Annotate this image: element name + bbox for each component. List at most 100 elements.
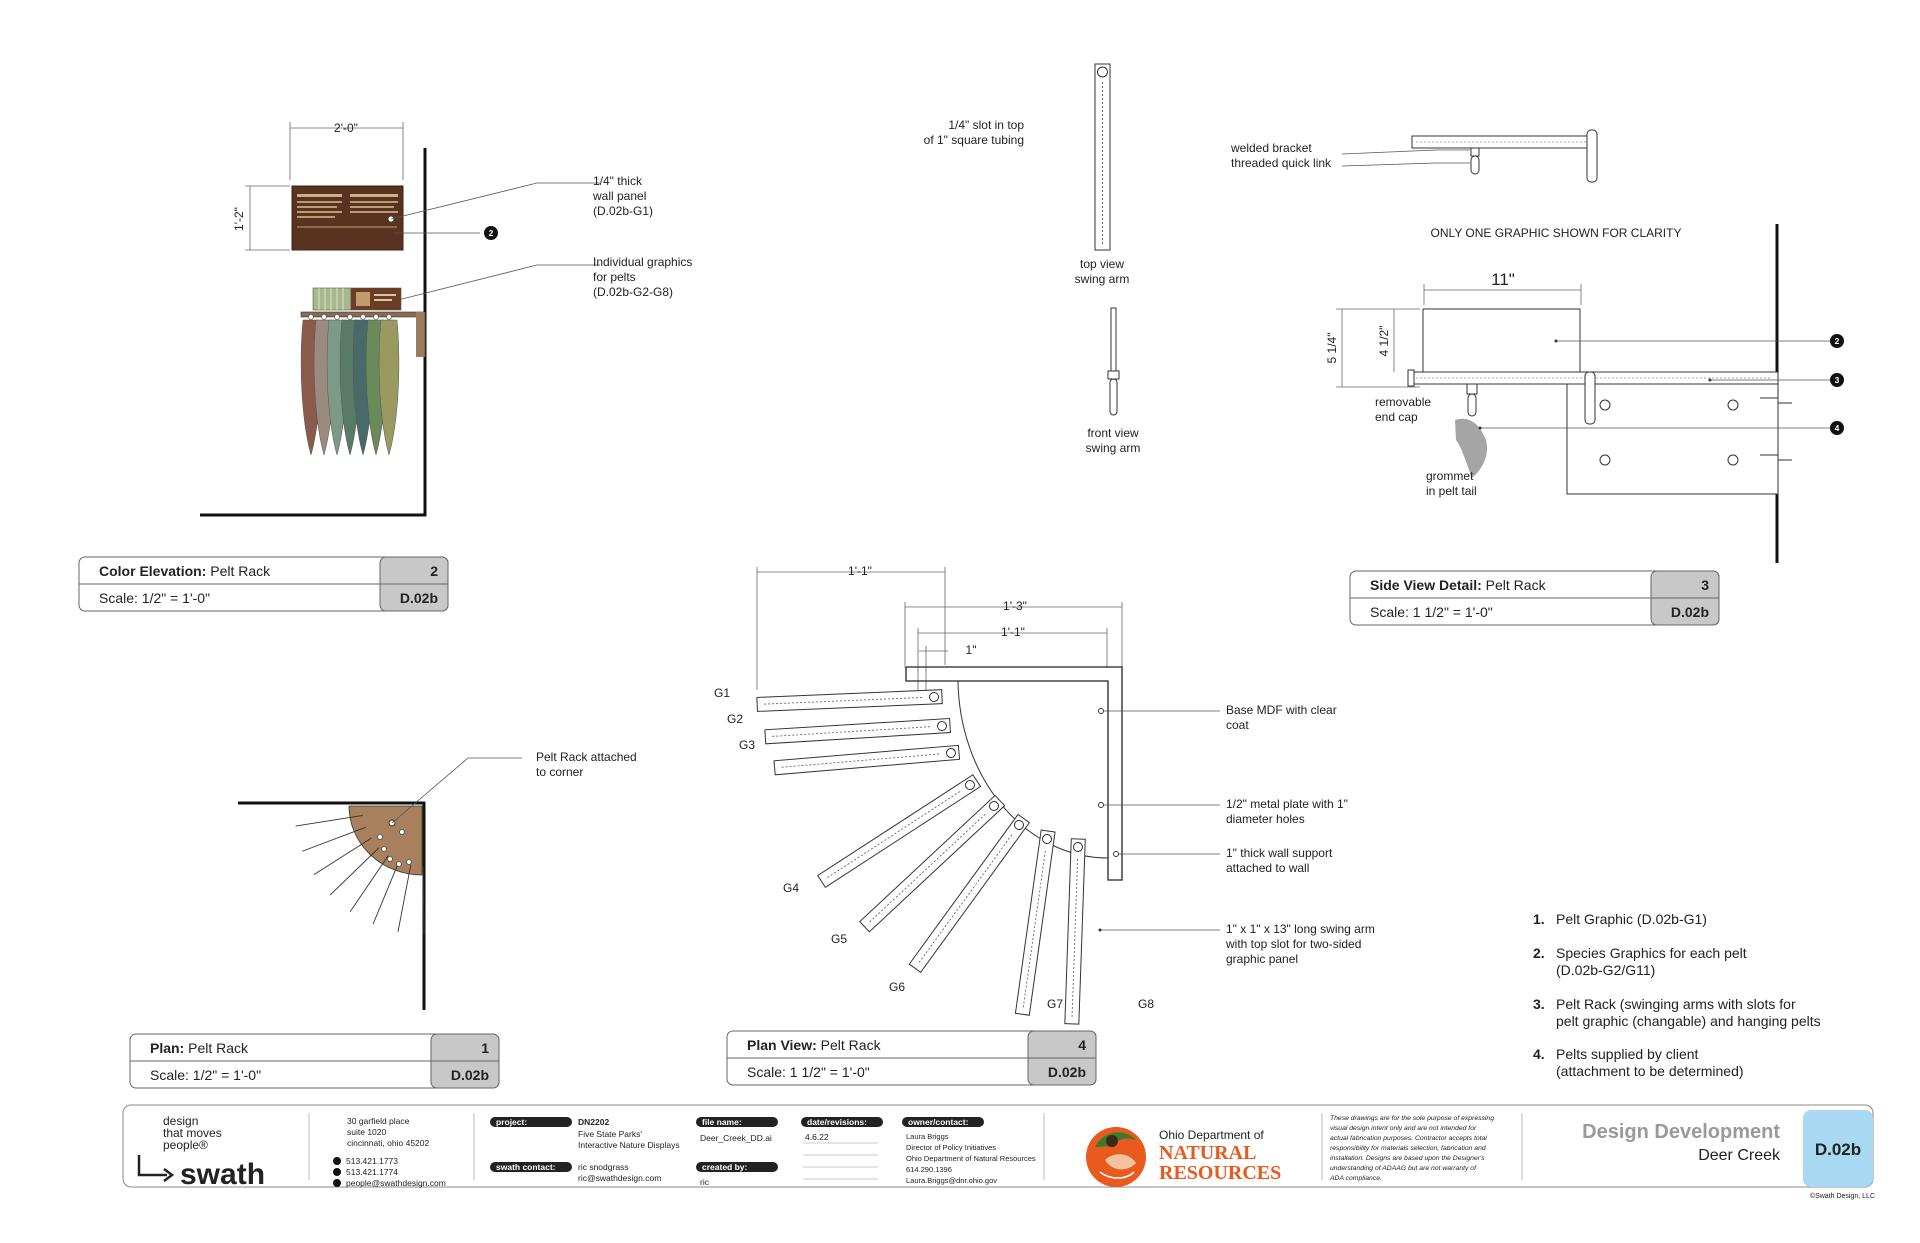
- front-view-label-2: swing arm: [1086, 441, 1141, 455]
- end-cap-note-2: end cap: [1375, 410, 1418, 424]
- callout-graphics-3: (D.02b-G2-G8): [593, 285, 673, 299]
- tb3-number: 3: [1701, 577, 1709, 593]
- plan-small-arm-3: [313, 837, 372, 875]
- owner-2: Director of Policy Initiatives: [906, 1143, 996, 1152]
- tb4-title-bold: Plan View:: [747, 1037, 817, 1053]
- callout-graphics-1: Individual graphics: [593, 255, 692, 269]
- note-support-2: attached to wall: [1226, 861, 1309, 875]
- tagline-2: that moves: [163, 1126, 222, 1140]
- pelt-7: [378, 319, 400, 456]
- note-plate-2: diameter holes: [1226, 812, 1305, 826]
- tb2-title-bold: Color Elevation:: [99, 563, 206, 579]
- created-by: ric: [700, 1177, 710, 1187]
- tb1-title-bold: Plan:: [150, 1040, 184, 1056]
- owner-4: 614.290.1396: [906, 1165, 952, 1174]
- note-base-2: coat: [1226, 718, 1249, 732]
- disclaimer-3: actual fabrication purposes. Contractor …: [1330, 1135, 1487, 1142]
- pelts-group: [300, 314, 400, 456]
- tb4-number: 4: [1078, 1037, 1086, 1053]
- phase: Design Development: [1582, 1121, 1780, 1143]
- disclaimer-2: visual design intent only and are not in…: [1330, 1125, 1477, 1132]
- tb3-scale: Scale: 1 1/2" = 1'-0": [1370, 604, 1493, 620]
- legend-num-4: 4.: [1533, 1046, 1545, 1062]
- tb2-scale: Scale: 1/2" = 1'-0": [99, 590, 210, 606]
- date-label: date/revisions:: [807, 1117, 867, 1127]
- owner-5: Laura.Briggs@dnr.ohio.gov: [906, 1176, 997, 1185]
- plan-small-arm-6: [372, 861, 400, 925]
- dim-side-outer: 5 1/4": [1325, 333, 1339, 364]
- address-2: suite 1020: [347, 1127, 386, 1137]
- dim-side-inner: 4 1/2": [1377, 326, 1391, 357]
- owner-1: Laura Briggs: [906, 1132, 949, 1141]
- plan-small-arm-5: [349, 855, 389, 913]
- callout-wall-panel-3: (D.02b-G1): [593, 204, 653, 218]
- date: 4.6.22: [805, 1132, 829, 1142]
- dim-plan-4: 1": [966, 643, 977, 657]
- project-label: project:: [496, 1117, 527, 1127]
- file-label: file name:: [702, 1117, 742, 1127]
- odnr-top: Ohio Department of: [1159, 1128, 1264, 1142]
- svg-text:Plan View: Pelt Rack: Plan View: Pelt Rack: [747, 1037, 882, 1053]
- sheet-number-box: [1803, 1110, 1873, 1187]
- site: Deer Creek: [1698, 1147, 1781, 1164]
- legend-3-line-1: Pelt Rack (swinging arms with slots for: [1556, 996, 1796, 1012]
- front-view-label-1: front view: [1087, 426, 1139, 440]
- swing-arm-G6: [908, 813, 1031, 974]
- plan-small-arm-7: [397, 864, 412, 932]
- fax: 513.421.1774: [346, 1167, 398, 1177]
- plan-small-arm-8: [422, 865, 425, 934]
- owner-label: owner/contact:: [908, 1117, 969, 1127]
- arm-label-G8: G8: [1138, 997, 1154, 1011]
- legend-4-line-1: Pelts supplied by client: [1556, 1046, 1699, 1062]
- legend-3-line-2: pelt graphic (changable) and hanging pel…: [1556, 1013, 1821, 1029]
- slot-note-2: of 1" square tubing: [924, 133, 1024, 147]
- plan-small-arm-2: [302, 826, 367, 852]
- marker-3-side: 3: [1835, 375, 1840, 385]
- grommet-note-1: grommet: [1426, 469, 1474, 483]
- title-block-color-elevation: Color Elevation: Pelt Rack Scale: 1/2" =…: [78, 556, 449, 612]
- tb1-sheet: D.02b: [451, 1067, 489, 1083]
- tb4-title: Pelt Rack: [817, 1037, 882, 1053]
- callout-graphics-2: for pelts: [593, 270, 636, 284]
- callout-wall-panel-1: 1/4" thick: [593, 174, 643, 188]
- odnr-logo: [1086, 1127, 1146, 1187]
- note-arm-1: 1" x 1" x 13" long swing arm: [1226, 922, 1375, 936]
- dim-plan-2: 1'-3": [1003, 599, 1027, 613]
- file-name: Deer_Creek_DD.ai: [700, 1133, 772, 1143]
- legend-4-line-2: (attachment to be determined): [1556, 1063, 1744, 1079]
- bracket-note-2: threaded quick link: [1231, 156, 1332, 170]
- owner-3: Ohio Department of Natural Resources: [906, 1154, 1036, 1163]
- tb1-title: Pelt Rack: [184, 1040, 249, 1056]
- slot-note-1: 1/4" slot in top: [948, 118, 1024, 132]
- disclaimer-5: installation. Designs are based upon the…: [1330, 1155, 1485, 1162]
- legend-num-3: 3.: [1533, 996, 1545, 1012]
- svg-text:Color Elevation: Pelt Rack: Color Elevation: Pelt Rack: [99, 563, 271, 579]
- arm-label-G5: G5: [831, 932, 847, 946]
- plan-small-arm-4: [329, 847, 380, 896]
- phone: 513.421.1773: [346, 1156, 398, 1166]
- legend-2-line-2: (D.02b-G2/G11): [1556, 962, 1655, 978]
- project-code: DN2202: [578, 1117, 609, 1127]
- tb3-title: Pelt Rack: [1482, 577, 1547, 593]
- disclaimer-6: understanding of ADAAG but are not warra…: [1330, 1165, 1477, 1172]
- note-arm-2: with top slot for two-sided: [1225, 937, 1361, 951]
- tb4-sheet: D.02b: [1048, 1064, 1086, 1080]
- legend-num-2: 2.: [1533, 945, 1545, 961]
- swath-logo: swath: [180, 1158, 265, 1191]
- swing-arm-G8: [1064, 838, 1086, 1025]
- disclaimer-7: ADA compliance.: [1329, 1175, 1382, 1182]
- swath-contact-label: swath contact:: [496, 1162, 556, 1172]
- marker-2-elevation: [484, 226, 498, 240]
- top-view-label-1: top view: [1080, 257, 1124, 271]
- note-support-1: 1" thick wall support: [1226, 846, 1333, 860]
- svg-text:Plan: Pelt Rack: Plan: Pelt Rack: [150, 1040, 249, 1056]
- dim-plan-1: 1'-1": [848, 564, 872, 578]
- arm-label-G7: G7: [1047, 997, 1063, 1011]
- odnr-main-1: NATURAL: [1159, 1142, 1256, 1164]
- dim-elevation-height: 1'-2": [232, 207, 246, 231]
- swing-arm-G3: [773, 744, 961, 776]
- plan-small-drawing: Pelt Rack attached to corner: [238, 750, 637, 1010]
- created-label: created by:: [702, 1162, 748, 1172]
- tb2-sheet: D.02b: [400, 590, 438, 606]
